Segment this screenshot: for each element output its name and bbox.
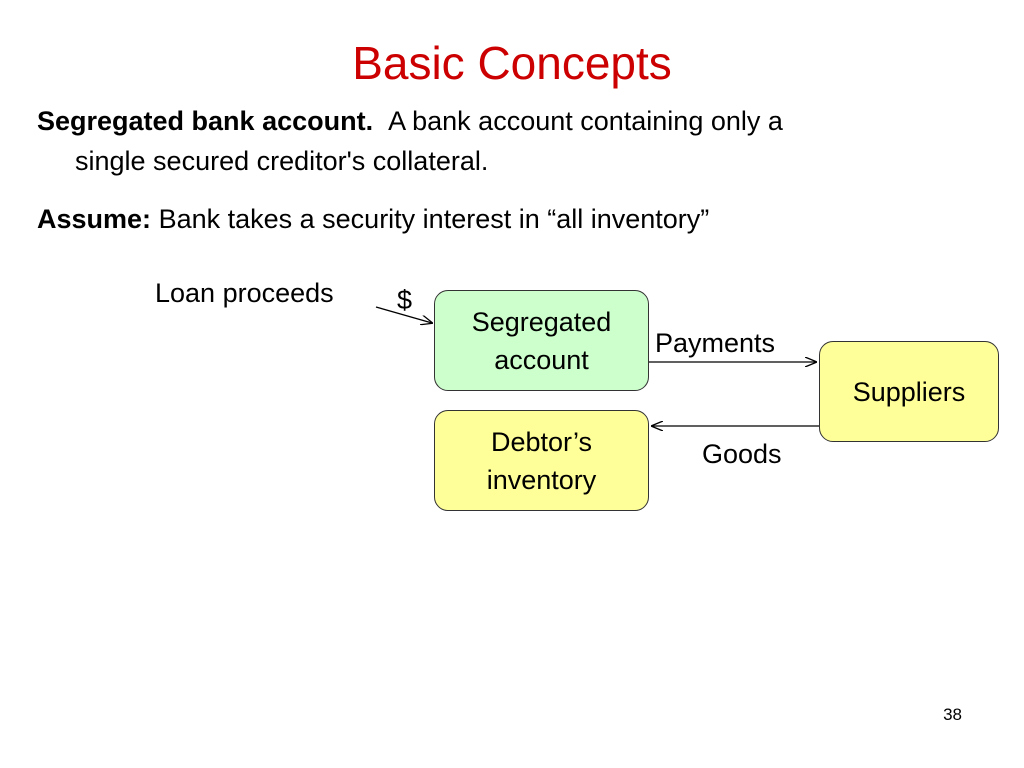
definition-text-line-2: single secured creditor's collateral. (75, 146, 489, 176)
segregated-account-line-1: Segregated (471, 306, 612, 337)
slide-title: Basic Concepts (352, 37, 672, 89)
goods-label: Goods (702, 439, 782, 469)
debtors-inventory-line-2: inventory (486, 464, 597, 495)
definition-line-1: Segregated bank account. A bank account … (37, 103, 783, 139)
segregated-account-node: Segregated account (434, 290, 649, 391)
assumption-text: Bank takes a security interest in “all i… (158, 204, 710, 234)
debtors-inventory-node: Debtor’s inventory (434, 410, 649, 511)
suppliers-node: Suppliers (819, 341, 999, 442)
definition-text-line-1: A bank account containing only a (388, 106, 783, 136)
definition-line-2: single secured creditor's collateral. (75, 143, 488, 179)
definition-term: Segregated bank account. (37, 106, 374, 136)
page-number: 38 (943, 705, 962, 724)
suppliers-line-1: Suppliers (852, 376, 966, 407)
assumption-label: Assume: (37, 204, 152, 234)
payments-label: Payments (655, 328, 776, 358)
debtors-inventory-line-1: Debtor’s (490, 426, 593, 457)
segregated-account-line-2: account (494, 344, 589, 375)
loan-proceeds-arrow (375, 306, 432, 323)
loan-proceeds-label: Loan proceeds (155, 278, 334, 308)
dollar-label: $ (397, 285, 413, 315)
assumption: Assume: Bank takes a security interest i… (37, 201, 709, 237)
